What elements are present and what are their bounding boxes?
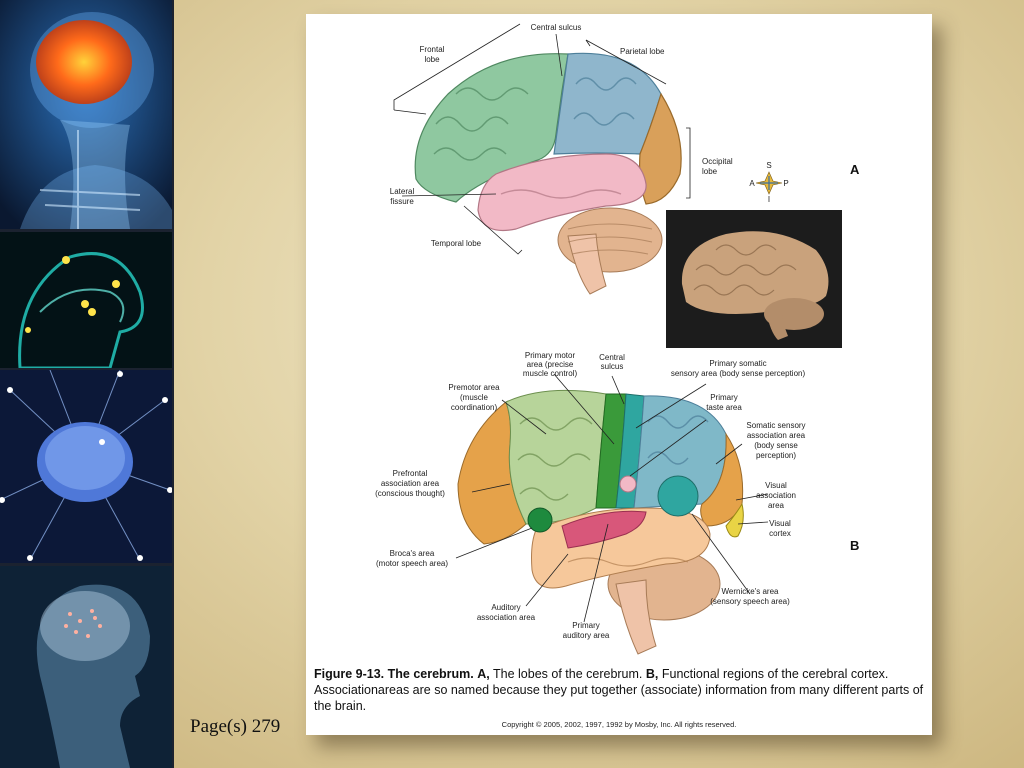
compass-anterior: A bbox=[749, 179, 755, 188]
primary-somatic-label-1: Primary somatic bbox=[709, 359, 766, 368]
wernicke-label-1: Wernicke's area bbox=[722, 587, 780, 596]
brain-b bbox=[457, 389, 744, 655]
prefrontal-label-2: association area bbox=[381, 479, 440, 488]
caption-figure-number: Figure 9-13. The cerebrum. bbox=[314, 667, 474, 681]
premotor-label-3: coordination) bbox=[451, 403, 498, 412]
transparent-head-image bbox=[0, 566, 172, 768]
brainstem-a bbox=[567, 233, 607, 295]
caption-b-marker: B, bbox=[645, 667, 659, 681]
central-sulcus-b-label-1: Central bbox=[599, 353, 625, 362]
lateral-fissure-label-2: fissure bbox=[390, 197, 414, 206]
brain-a bbox=[414, 52, 682, 295]
broca-label-1: Broca's area bbox=[390, 549, 435, 558]
visual-assoc-label-1: Visual bbox=[765, 481, 787, 490]
caption-b-text: Functional regions of the cerebral corte… bbox=[314, 667, 924, 713]
compass-icon bbox=[755, 171, 783, 195]
page-reference: Page(s) 279 bbox=[190, 716, 281, 737]
prefrontal-label-3: (conscious thought) bbox=[375, 489, 445, 498]
somatic-assoc-label-3: (body sense bbox=[754, 441, 798, 450]
somatic-assoc-label-4: perception) bbox=[756, 451, 796, 460]
figure-b-letter: B bbox=[850, 538, 859, 553]
parietal-lobe-label: Parietal lobe bbox=[620, 47, 665, 56]
somatic-assoc-label-2: association area bbox=[747, 431, 806, 440]
somatic-assoc-label-1: Somatic sensory bbox=[746, 421, 805, 430]
primary-somatic-label-2: sensory area (body sense perception) bbox=[671, 369, 806, 378]
visual-cortex bbox=[725, 502, 744, 538]
primary-taste-label-1: Primary bbox=[710, 393, 738, 402]
caption-a-marker: A, bbox=[477, 667, 490, 681]
copyright-notice: Copyright © 2005, 2002, 1997, 1992 by Mo… bbox=[501, 720, 737, 729]
wernickes-area bbox=[657, 475, 699, 517]
frontal-lobe-label-2: lobe bbox=[424, 55, 440, 64]
brain-xray-image bbox=[0, 232, 172, 368]
compass-posterior: P bbox=[783, 179, 788, 188]
frontal-lobe bbox=[414, 53, 569, 203]
temporal-lobe-label: Temporal lobe bbox=[431, 239, 482, 248]
primary-taste-area bbox=[619, 475, 637, 493]
leader-lines-b bbox=[455, 373, 769, 623]
glowing-brain-skeleton-image bbox=[0, 0, 172, 229]
neural-network-brain-image bbox=[0, 370, 172, 563]
primary-motor-label-2: area (precise bbox=[527, 360, 574, 369]
compass-superior: S bbox=[766, 161, 771, 170]
primary-motor-label-3: muscle control) bbox=[523, 369, 578, 378]
occipital-lobe-label-2: lobe bbox=[702, 167, 718, 176]
caption-a-text: The lobes of the cerebrum. bbox=[493, 667, 643, 681]
primary-auditory-label-1: Primary bbox=[572, 621, 600, 630]
brain-photograph bbox=[666, 210, 842, 348]
central-sulcus-label: Central sulcus bbox=[531, 23, 582, 32]
auditory-assoc-label-2: association area bbox=[477, 613, 536, 622]
wernicke-label-2: (sensory speech area) bbox=[710, 597, 790, 606]
visual-cortex-label-1: Visual bbox=[769, 519, 791, 528]
cerebrum-diagram: Central sulcus Frontal lobe Parietal lob… bbox=[375, 23, 860, 655]
premotor-label-1: Premotor area bbox=[448, 383, 500, 392]
visual-assoc-label-3: area bbox=[768, 501, 785, 510]
occipital-lobe bbox=[639, 92, 682, 205]
frontal-lobe-label-1: Frontal bbox=[420, 45, 445, 54]
temporal-lobe bbox=[477, 153, 647, 232]
primary-auditory-label-2: auditory area bbox=[563, 631, 610, 640]
parietal-lobe bbox=[553, 52, 662, 155]
premotor-label-2: (muscle bbox=[460, 393, 489, 402]
figure-caption: Figure 9-13. The cerebrum. A, The lobes … bbox=[314, 666, 926, 714]
image-strip bbox=[0, 0, 174, 768]
broca-label-2: (motor speech area) bbox=[376, 559, 448, 568]
primary-taste-label-2: taste area bbox=[706, 403, 742, 412]
brocas-area bbox=[527, 507, 553, 533]
auditory-assoc-label-1: Auditory bbox=[491, 603, 520, 612]
brainstem-b bbox=[615, 579, 657, 655]
leader-lines-a bbox=[393, 23, 691, 255]
visual-cortex-label-2: cortex bbox=[769, 529, 791, 538]
primary-motor-label-1: Primary motor bbox=[525, 351, 576, 360]
primary-auditory-area bbox=[561, 510, 647, 549]
prefrontal-label-1: Prefrontal bbox=[393, 469, 428, 478]
central-sulcus-b-label-2: sulcus bbox=[601, 362, 624, 371]
compass-inferior: I bbox=[768, 195, 770, 204]
occipital-lobe-label-1: Occipital bbox=[702, 157, 733, 166]
lateral-fissure-label-1: Lateral bbox=[390, 187, 415, 196]
figure-card: Central sulcus Frontal lobe Parietal lob… bbox=[306, 14, 932, 735]
visual-assoc-label-2: association bbox=[756, 491, 796, 500]
figure-a-letter: A bbox=[850, 162, 860, 177]
